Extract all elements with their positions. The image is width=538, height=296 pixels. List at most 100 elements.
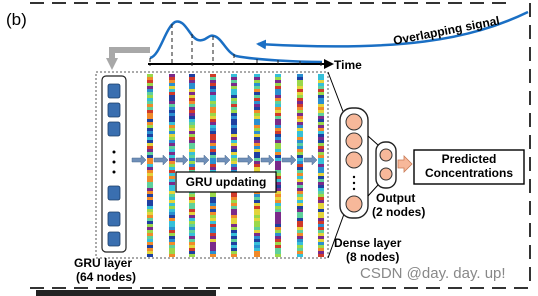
state-cell bbox=[210, 245, 216, 248]
state-cell bbox=[169, 149, 175, 152]
state-cell bbox=[147, 167, 153, 170]
state-cell bbox=[169, 203, 175, 206]
state-cell bbox=[147, 77, 153, 80]
state-cell bbox=[231, 152, 237, 155]
state-cell bbox=[297, 113, 303, 116]
signal-curve bbox=[149, 20, 323, 64]
state-cell bbox=[297, 77, 303, 80]
state-cell bbox=[231, 107, 237, 110]
state-cell bbox=[275, 122, 281, 125]
state-cell bbox=[318, 251, 324, 254]
state-cell bbox=[318, 239, 324, 242]
state-cell bbox=[318, 236, 324, 239]
state-cell bbox=[189, 167, 195, 170]
state-cell bbox=[254, 134, 260, 137]
state-cell bbox=[275, 125, 281, 128]
state-cell bbox=[169, 131, 175, 134]
state-cell bbox=[189, 233, 195, 236]
state-cell bbox=[210, 212, 216, 215]
state-cell bbox=[275, 116, 281, 119]
state-cell bbox=[318, 95, 324, 98]
state-column bbox=[147, 74, 153, 257]
state-cell bbox=[254, 254, 260, 257]
output-layer bbox=[375, 141, 397, 189]
state-cell bbox=[231, 227, 237, 230]
update-arrow bbox=[131, 154, 147, 166]
state-cell bbox=[169, 110, 175, 113]
state-cell bbox=[297, 83, 303, 86]
state-cell bbox=[297, 92, 303, 95]
state-cell bbox=[318, 224, 324, 227]
state-cell bbox=[147, 86, 153, 89]
state-cell bbox=[169, 206, 175, 209]
state-cell bbox=[254, 86, 260, 89]
state-cell bbox=[169, 74, 175, 77]
state-cell bbox=[147, 131, 153, 134]
state-cell bbox=[189, 143, 195, 146]
state-cell bbox=[147, 245, 153, 248]
state-cell bbox=[318, 188, 324, 191]
state-cell bbox=[169, 125, 175, 128]
state-cell bbox=[169, 176, 175, 179]
state-cell bbox=[189, 221, 195, 224]
state-cell bbox=[210, 104, 216, 107]
state-cell bbox=[189, 146, 195, 149]
state-cell bbox=[318, 122, 324, 125]
state-cell bbox=[231, 254, 237, 257]
state-cell bbox=[169, 212, 175, 215]
state-cell bbox=[254, 164, 260, 167]
state-cell bbox=[210, 197, 216, 200]
state-cell bbox=[297, 98, 303, 101]
state-cell bbox=[210, 86, 216, 89]
state-cell bbox=[254, 251, 260, 254]
state-cell bbox=[275, 74, 281, 77]
state-cell bbox=[231, 218, 237, 221]
state-cell bbox=[231, 215, 237, 218]
state-cell bbox=[189, 236, 195, 239]
state-cell bbox=[169, 119, 175, 122]
state-cell bbox=[189, 212, 195, 215]
state-cell bbox=[210, 131, 216, 134]
state-cell bbox=[147, 197, 153, 200]
state-cell bbox=[210, 161, 216, 164]
state-cell bbox=[189, 137, 195, 140]
state-cell bbox=[275, 173, 281, 176]
state-cell bbox=[210, 209, 216, 212]
state-cell bbox=[210, 125, 216, 128]
state-cell bbox=[297, 233, 303, 236]
state-cell bbox=[189, 200, 195, 203]
state-cell bbox=[210, 140, 216, 143]
state-cell bbox=[297, 227, 303, 230]
state-cell bbox=[169, 179, 175, 182]
state-cell bbox=[254, 224, 260, 227]
state-cell bbox=[318, 176, 324, 179]
state-cell bbox=[297, 131, 303, 134]
state-cell bbox=[297, 230, 303, 233]
state-column bbox=[189, 74, 195, 257]
state-cell bbox=[275, 152, 281, 155]
update-arrow bbox=[303, 154, 318, 166]
state-cell bbox=[297, 206, 303, 209]
gru-ellipsis bbox=[112, 150, 116, 174]
state-cell bbox=[231, 116, 237, 119]
state-cell bbox=[231, 104, 237, 107]
state-cell bbox=[254, 203, 260, 206]
state-cell bbox=[147, 143, 153, 146]
state-cell bbox=[169, 191, 175, 194]
state-cell bbox=[210, 98, 216, 101]
state-cell bbox=[318, 119, 324, 122]
state-cell bbox=[147, 119, 153, 122]
state-cell bbox=[254, 200, 260, 203]
state-cell bbox=[169, 197, 175, 200]
state-cell bbox=[275, 248, 281, 251]
state-cell bbox=[169, 101, 175, 104]
state-cell bbox=[231, 158, 237, 161]
state-cell bbox=[275, 101, 281, 104]
state-cell bbox=[318, 245, 324, 248]
hidden-state-columns bbox=[147, 74, 324, 257]
state-cell bbox=[318, 110, 324, 113]
state-cell bbox=[275, 239, 281, 242]
state-cell bbox=[254, 83, 260, 86]
predicted-label-line1: Predicted bbox=[441, 152, 497, 166]
state-cell bbox=[189, 197, 195, 200]
